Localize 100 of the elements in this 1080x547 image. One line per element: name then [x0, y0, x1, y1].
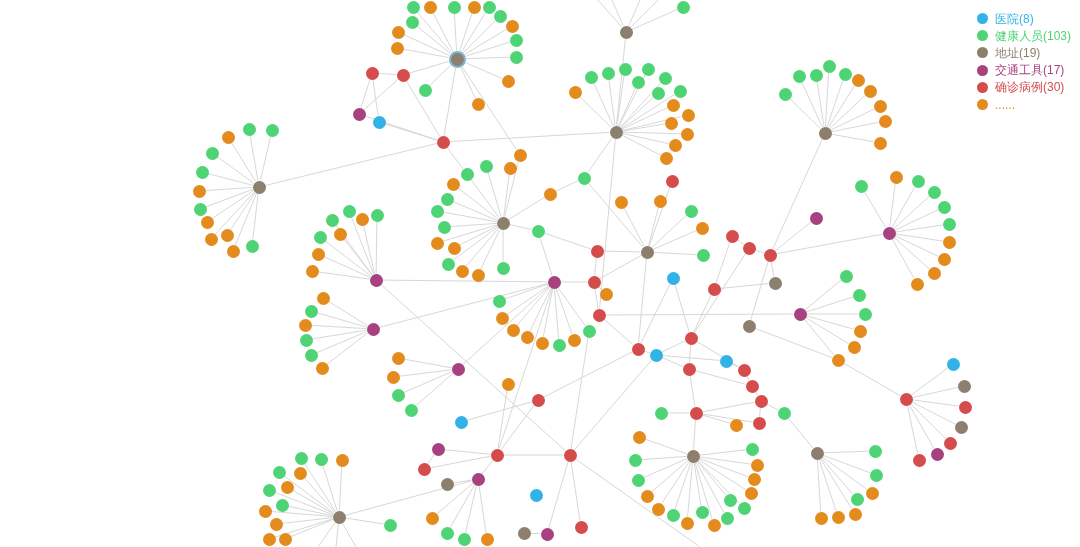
graph-node — [754, 394, 768, 408]
edge-line — [894, 224, 944, 233]
graph-node — [446, 177, 460, 191]
graph-node — [423, 0, 437, 14]
edge-line — [621, 94, 675, 129]
edge-line — [641, 455, 687, 461]
edge-line — [427, 453, 435, 465]
edge-line — [282, 517, 333, 524]
graph-node — [305, 264, 319, 278]
edge-line — [863, 191, 887, 228]
edge-line — [570, 336, 589, 450]
edge-line — [699, 449, 746, 456]
edge-line — [824, 72, 830, 127]
graph-node — [440, 192, 454, 206]
edge-line — [843, 362, 901, 397]
graph-node — [495, 311, 509, 325]
edge-line — [816, 459, 822, 512]
edge-line — [605, 313, 794, 316]
graph-node — [653, 194, 667, 208]
edge-line — [264, 143, 438, 186]
edge-line — [405, 80, 441, 137]
graph-node — [204, 232, 218, 246]
graph-node — [298, 318, 312, 332]
graph-node — [854, 179, 868, 193]
edge-line — [444, 449, 491, 455]
edge-line — [787, 417, 814, 449]
edge-line — [616, 74, 625, 127]
edge-line — [827, 85, 856, 128]
edge-line — [449, 131, 610, 143]
edge-line — [911, 399, 960, 407]
graph-node — [454, 415, 468, 429]
edge-line — [304, 463, 336, 512]
graph-node — [275, 498, 289, 512]
graph-node — [567, 333, 581, 347]
graph-node — [686, 449, 700, 463]
graph-node — [822, 59, 836, 73]
edge-line — [555, 287, 573, 335]
graph-node — [745, 379, 759, 393]
edge-line — [599, 254, 642, 280]
graph-node — [852, 288, 866, 302]
edge-line — [587, 182, 644, 248]
edge-line — [603, 318, 634, 346]
graph-node — [391, 25, 405, 39]
graph-node — [513, 148, 527, 162]
edge-line — [621, 132, 670, 145]
graph-node — [582, 324, 596, 338]
graph-node — [390, 41, 404, 55]
graph-node — [865, 486, 879, 500]
graph-node — [723, 493, 737, 507]
edge-line — [746, 375, 750, 381]
graph-node — [666, 271, 680, 285]
edge-line — [697, 460, 740, 504]
edge-line — [464, 61, 503, 79]
graph-node — [882, 226, 896, 240]
edge-line — [689, 374, 696, 408]
edge-line — [290, 519, 334, 537]
graph-node — [689, 406, 703, 420]
graph-node — [814, 511, 828, 525]
graph-node — [501, 74, 515, 88]
edge-line — [698, 457, 749, 478]
edge-line — [694, 253, 746, 333]
edge-line — [701, 413, 754, 423]
edge-line — [459, 12, 473, 52]
edge-line — [891, 186, 916, 228]
edge-line — [316, 312, 368, 328]
graph-node — [666, 98, 680, 112]
edge-line — [894, 235, 939, 257]
edge-line — [816, 80, 825, 128]
edge-line — [621, 116, 683, 131]
graph-node — [590, 244, 604, 258]
edge-line — [378, 283, 549, 328]
graph-node — [946, 357, 960, 371]
edge-line — [819, 458, 853, 509]
graph-node — [937, 200, 951, 214]
graph-node — [868, 444, 882, 458]
graph-node — [853, 324, 867, 338]
edge-line — [687, 462, 693, 517]
edge-line — [443, 66, 457, 137]
edge-line — [378, 72, 397, 76]
edge-line — [461, 65, 517, 151]
edge-line — [372, 78, 379, 117]
edge-line — [701, 414, 731, 424]
graph-node — [262, 483, 276, 497]
edge-line — [311, 324, 367, 330]
legend-label: 确诊病例(30) — [995, 80, 1065, 95]
graph-node — [682, 362, 696, 376]
legend-label: 地址(19) — [995, 45, 1041, 60]
edge-line — [688, 344, 692, 363]
graph-node — [315, 361, 329, 375]
edge-line — [335, 224, 373, 276]
graph-node — [618, 62, 632, 76]
edge-line — [693, 294, 712, 333]
graph-node — [696, 248, 710, 262]
graph-node — [529, 488, 543, 502]
edge-line — [504, 160, 519, 218]
graph-node — [878, 114, 892, 128]
edge-line — [750, 260, 769, 321]
edge-line — [801, 81, 823, 128]
graph-node — [509, 50, 523, 64]
edge-line — [715, 241, 731, 284]
